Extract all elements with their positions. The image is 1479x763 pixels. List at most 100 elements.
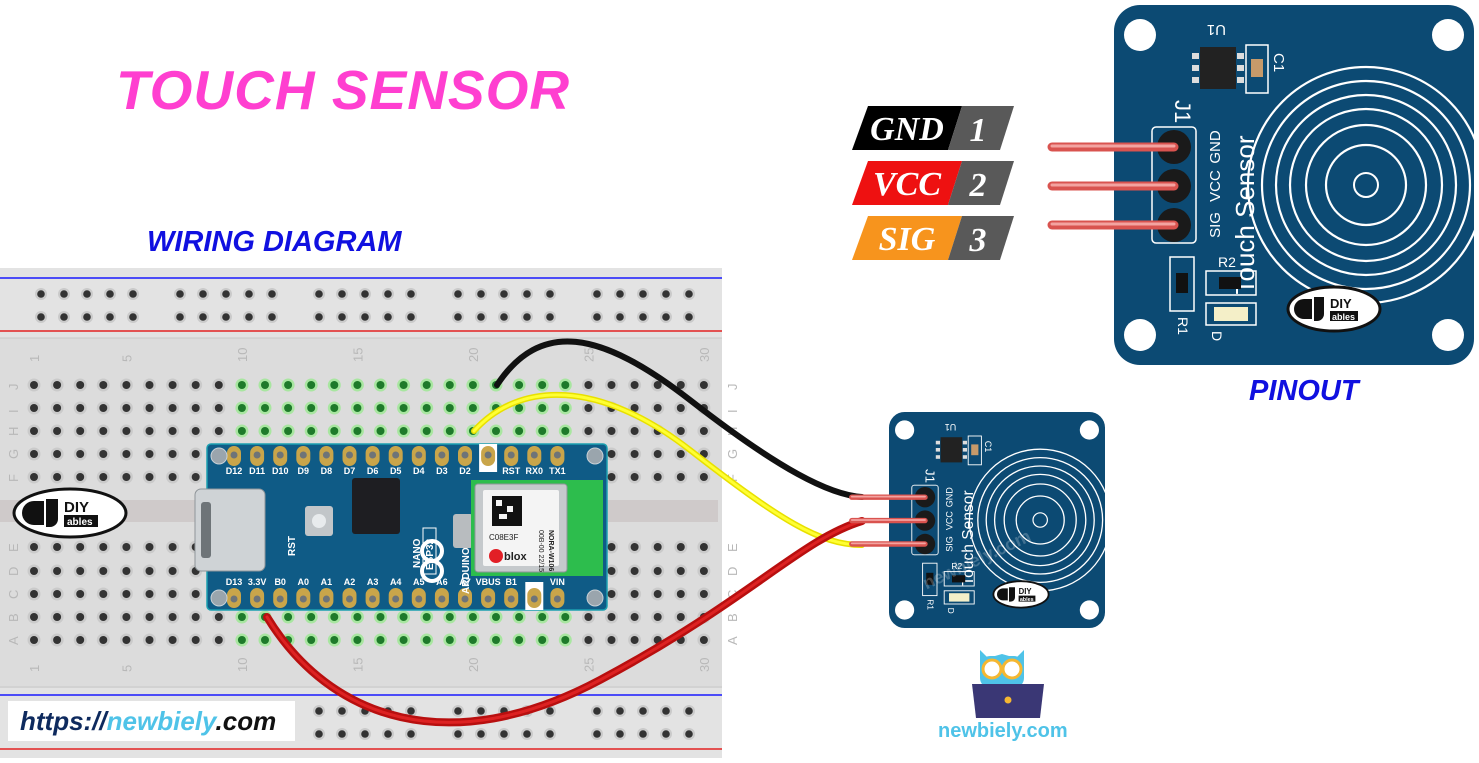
breadboard-hole[interactable]: [53, 427, 62, 435]
breadboard-hole[interactable]: [53, 473, 62, 481]
breadboard-hole[interactable]: [468, 613, 477, 621]
breadboard-hole[interactable]: [353, 613, 362, 621]
breadboard-hole[interactable]: [653, 567, 662, 575]
breadboard-hole[interactable]: [607, 613, 616, 621]
breadboard-hole[interactable]: [607, 590, 616, 598]
breadboard-hole[interactable]: [584, 427, 593, 435]
breadboard-hole[interactable]: [630, 381, 639, 389]
wire-gnd-black[interactable]: [494, 338, 865, 500]
breadboard-hole[interactable]: [99, 613, 108, 621]
rail-hole[interactable]: [106, 290, 114, 298]
rail-hole[interactable]: [407, 313, 415, 321]
rail-hole[interactable]: [454, 290, 462, 298]
breadboard-hole[interactable]: [145, 427, 154, 435]
rail-hole[interactable]: [523, 730, 531, 738]
breadboard-hole[interactable]: [122, 381, 131, 389]
rail-hole[interactable]: [662, 730, 670, 738]
rail-hole[interactable]: [106, 313, 114, 321]
breadboard-hole[interactable]: [653, 590, 662, 598]
rail-hole[interactable]: [662, 313, 670, 321]
breadboard-hole[interactable]: [399, 613, 408, 621]
breadboard-hole[interactable]: [399, 636, 408, 644]
rail-hole[interactable]: [662, 290, 670, 298]
breadboard-hole[interactable]: [30, 543, 38, 551]
rail-hole[interactable]: [685, 313, 693, 321]
breadboard-hole[interactable]: [607, 567, 616, 575]
breadboard-hole[interactable]: [422, 427, 431, 435]
rail-hole[interactable]: [407, 290, 415, 298]
rail-hole[interactable]: [523, 313, 531, 321]
rail-hole[interactable]: [477, 290, 485, 298]
breadboard-hole[interactable]: [468, 636, 477, 644]
rail-hole[interactable]: [384, 313, 392, 321]
rail-hole[interactable]: [500, 313, 508, 321]
breadboard-hole[interactable]: [561, 613, 570, 621]
breadboard-hole[interactable]: [307, 613, 316, 621]
breadboard-hole[interactable]: [653, 404, 662, 412]
breadboard-hole[interactable]: [561, 381, 570, 389]
breadboard-hole[interactable]: [30, 613, 38, 621]
breadboard-hole[interactable]: [76, 473, 85, 481]
breadboard-hole[interactable]: [168, 613, 177, 621]
breadboard-hole[interactable]: [653, 473, 662, 481]
breadboard-hole[interactable]: [307, 636, 316, 644]
breadboard-hole[interactable]: [607, 381, 616, 389]
rail-hole[interactable]: [593, 730, 601, 738]
breadboard-hole[interactable]: [422, 404, 431, 412]
rail-hole[interactable]: [616, 313, 624, 321]
rail-hole[interactable]: [616, 707, 624, 715]
breadboard-hole[interactable]: [699, 381, 708, 389]
breadboard-hole[interactable]: [168, 543, 177, 551]
rail-hole[interactable]: [199, 290, 207, 298]
breadboard-hole[interactable]: [330, 404, 339, 412]
rail-hole[interactable]: [384, 730, 392, 738]
breadboard-hole[interactable]: [168, 427, 177, 435]
rail-hole[interactable]: [338, 290, 346, 298]
rail-hole[interactable]: [546, 730, 554, 738]
breadboard-hole[interactable]: [145, 473, 154, 481]
breadboard-hole[interactable]: [699, 473, 708, 481]
breadboard-hole[interactable]: [122, 613, 131, 621]
breadboard-hole[interactable]: [122, 590, 131, 598]
breadboard-hole[interactable]: [30, 567, 38, 575]
breadboard-hole[interactable]: [630, 404, 639, 412]
breadboard-hole[interactable]: [30, 450, 38, 458]
breadboard-hole[interactable]: [30, 636, 38, 644]
breadboard-hole[interactable]: [676, 427, 685, 435]
breadboard-hole[interactable]: [561, 427, 570, 435]
rail-hole[interactable]: [639, 290, 647, 298]
breadboard-hole[interactable]: [191, 427, 200, 435]
breadboard-hole[interactable]: [145, 567, 154, 575]
breadboard-hole[interactable]: [468, 381, 477, 389]
breadboard-hole[interactable]: [214, 636, 223, 644]
rail-hole[interactable]: [222, 290, 230, 298]
rail-hole[interactable]: [593, 313, 601, 321]
breadboard-hole[interactable]: [76, 590, 85, 598]
breadboard-hole[interactable]: [538, 636, 547, 644]
breadboard-hole[interactable]: [653, 381, 662, 389]
breadboard-hole[interactable]: [191, 613, 200, 621]
rail-hole[interactable]: [222, 313, 230, 321]
breadboard-hole[interactable]: [676, 450, 685, 458]
rail-hole[interactable]: [593, 707, 601, 715]
breadboard-hole[interactable]: [99, 543, 108, 551]
rail-hole[interactable]: [37, 313, 45, 321]
breadboard-hole[interactable]: [330, 381, 339, 389]
rail-hole[interactable]: [662, 707, 670, 715]
breadboard-hole[interactable]: [76, 636, 85, 644]
breadboard-hole[interactable]: [445, 404, 454, 412]
breadboard-hole[interactable]: [99, 636, 108, 644]
breadboard-hole[interactable]: [76, 543, 85, 551]
rail-hole[interactable]: [83, 313, 91, 321]
breadboard-hole[interactable]: [445, 613, 454, 621]
breadboard-hole[interactable]: [76, 381, 85, 389]
rail-hole[interactable]: [546, 290, 554, 298]
breadboard-hole[interactable]: [676, 567, 685, 575]
breadboard-hole[interactable]: [607, 473, 616, 481]
breadboard-hole[interactable]: [191, 381, 200, 389]
breadboard-hole[interactable]: [261, 381, 269, 389]
breadboard-hole[interactable]: [53, 567, 62, 575]
rail-hole[interactable]: [477, 313, 485, 321]
breadboard-hole[interactable]: [261, 636, 269, 644]
